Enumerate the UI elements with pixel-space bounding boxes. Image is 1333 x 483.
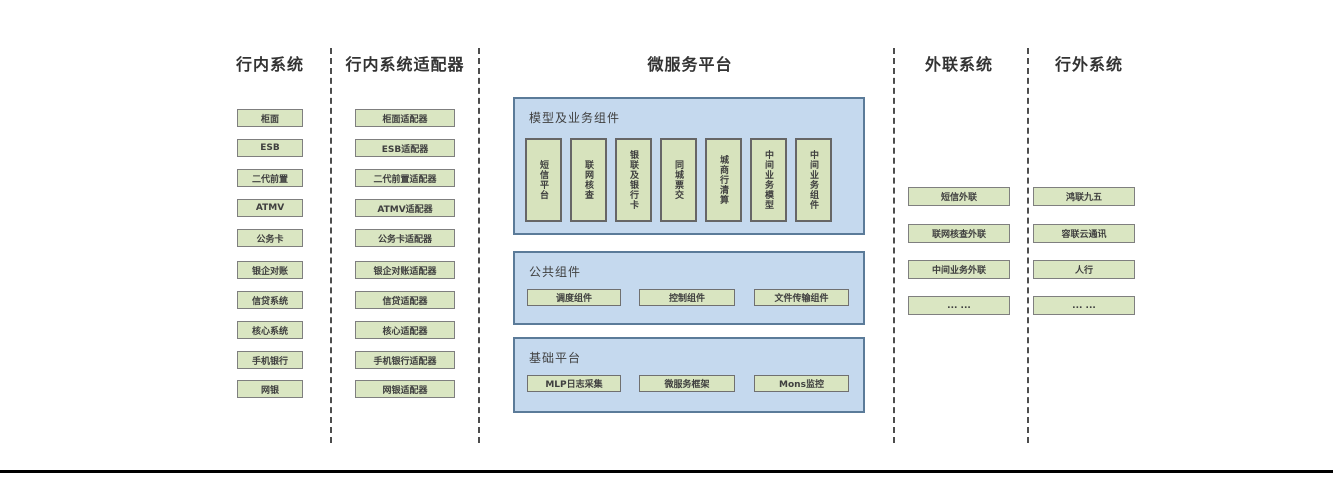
- system-box: ESB: [237, 139, 303, 157]
- system-box: 柜面: [237, 109, 303, 127]
- column-title-outside-systems: 行外系统: [1054, 55, 1123, 74]
- external-link-box: ... ...: [908, 296, 1010, 315]
- component-box: 微服务框架: [639, 375, 735, 392]
- adapter-box: 核心适配器: [355, 321, 455, 339]
- component-box: 调度组件: [527, 289, 621, 306]
- panel-base-platform: 基础平台 MLP日志采集 微服务框架 Mons监控: [513, 337, 865, 413]
- system-box: 二代前置: [237, 169, 303, 187]
- system-box: 银企对账: [237, 261, 303, 279]
- component-box: 中间业务模型: [750, 138, 787, 222]
- outside-system-box: 容联云通讯: [1033, 224, 1135, 243]
- outside-system-box: 人行: [1033, 260, 1135, 279]
- system-box: 网银: [237, 380, 303, 398]
- external-link-box: 中间业务外联: [908, 260, 1010, 279]
- component-box: 同城票交: [660, 138, 697, 222]
- system-box: 手机银行: [237, 351, 303, 369]
- panel-model-business-components: 模型及业务组件 短信平台 联网核查 银联及银行卡 同城票交 城商行清算 中间业务…: [513, 97, 865, 235]
- column-title-microservice-platform: 微服务平台: [647, 55, 733, 74]
- adapter-box: 柜面适配器: [355, 109, 455, 127]
- column-divider: [893, 48, 895, 443]
- column-title-internal-adapters: 行内系统适配器: [345, 55, 465, 74]
- adapter-box: 银企对账适配器: [355, 261, 455, 279]
- adapter-box: ATMV适配器: [355, 199, 455, 217]
- adapter-box: ESB适配器: [355, 139, 455, 157]
- adapter-box: 手机银行适配器: [355, 351, 455, 369]
- component-box: 城商行清算: [705, 138, 742, 222]
- bottom-rule: [0, 470, 1333, 473]
- component-box: 联网核查: [570, 138, 607, 222]
- panel-common-components: 公共组件 调度组件 控制组件 文件传输组件: [513, 251, 865, 325]
- component-box: 短信平台: [525, 138, 562, 222]
- component-box: 银联及银行卡: [615, 138, 652, 222]
- component-box: 中间业务组件: [795, 138, 832, 222]
- outside-system-box: 鸿联九五: [1033, 187, 1135, 206]
- adapter-box: 信贷适配器: [355, 291, 455, 309]
- component-box: Mons监控: [754, 375, 849, 392]
- component-box: 控制组件: [639, 289, 735, 306]
- column-divider: [330, 48, 332, 443]
- system-box: ATMV: [237, 199, 303, 217]
- outside-system-box: ... ...: [1033, 296, 1135, 315]
- component-box: 文件传输组件: [754, 289, 849, 306]
- adapter-box: 二代前置适配器: [355, 169, 455, 187]
- adapter-box: 公务卡适配器: [355, 229, 455, 247]
- external-link-box: 联网核查外联: [908, 224, 1010, 243]
- panel-label: 公共组件: [529, 265, 582, 279]
- column-title-external-link-systems: 外联系统: [924, 55, 993, 74]
- external-link-box: 短信外联: [908, 187, 1010, 206]
- panel-label: 模型及业务组件: [529, 111, 621, 125]
- component-box: MLP日志采集: [527, 375, 621, 392]
- system-box: 信贷系统: [237, 291, 303, 309]
- system-box: 核心系统: [237, 321, 303, 339]
- column-divider: [478, 48, 480, 443]
- adapter-box: 网银适配器: [355, 380, 455, 398]
- column-divider: [1027, 48, 1029, 443]
- system-box: 公务卡: [237, 229, 303, 247]
- column-title-internal-systems: 行内系统: [235, 55, 304, 74]
- panel-label: 基础平台: [529, 351, 582, 365]
